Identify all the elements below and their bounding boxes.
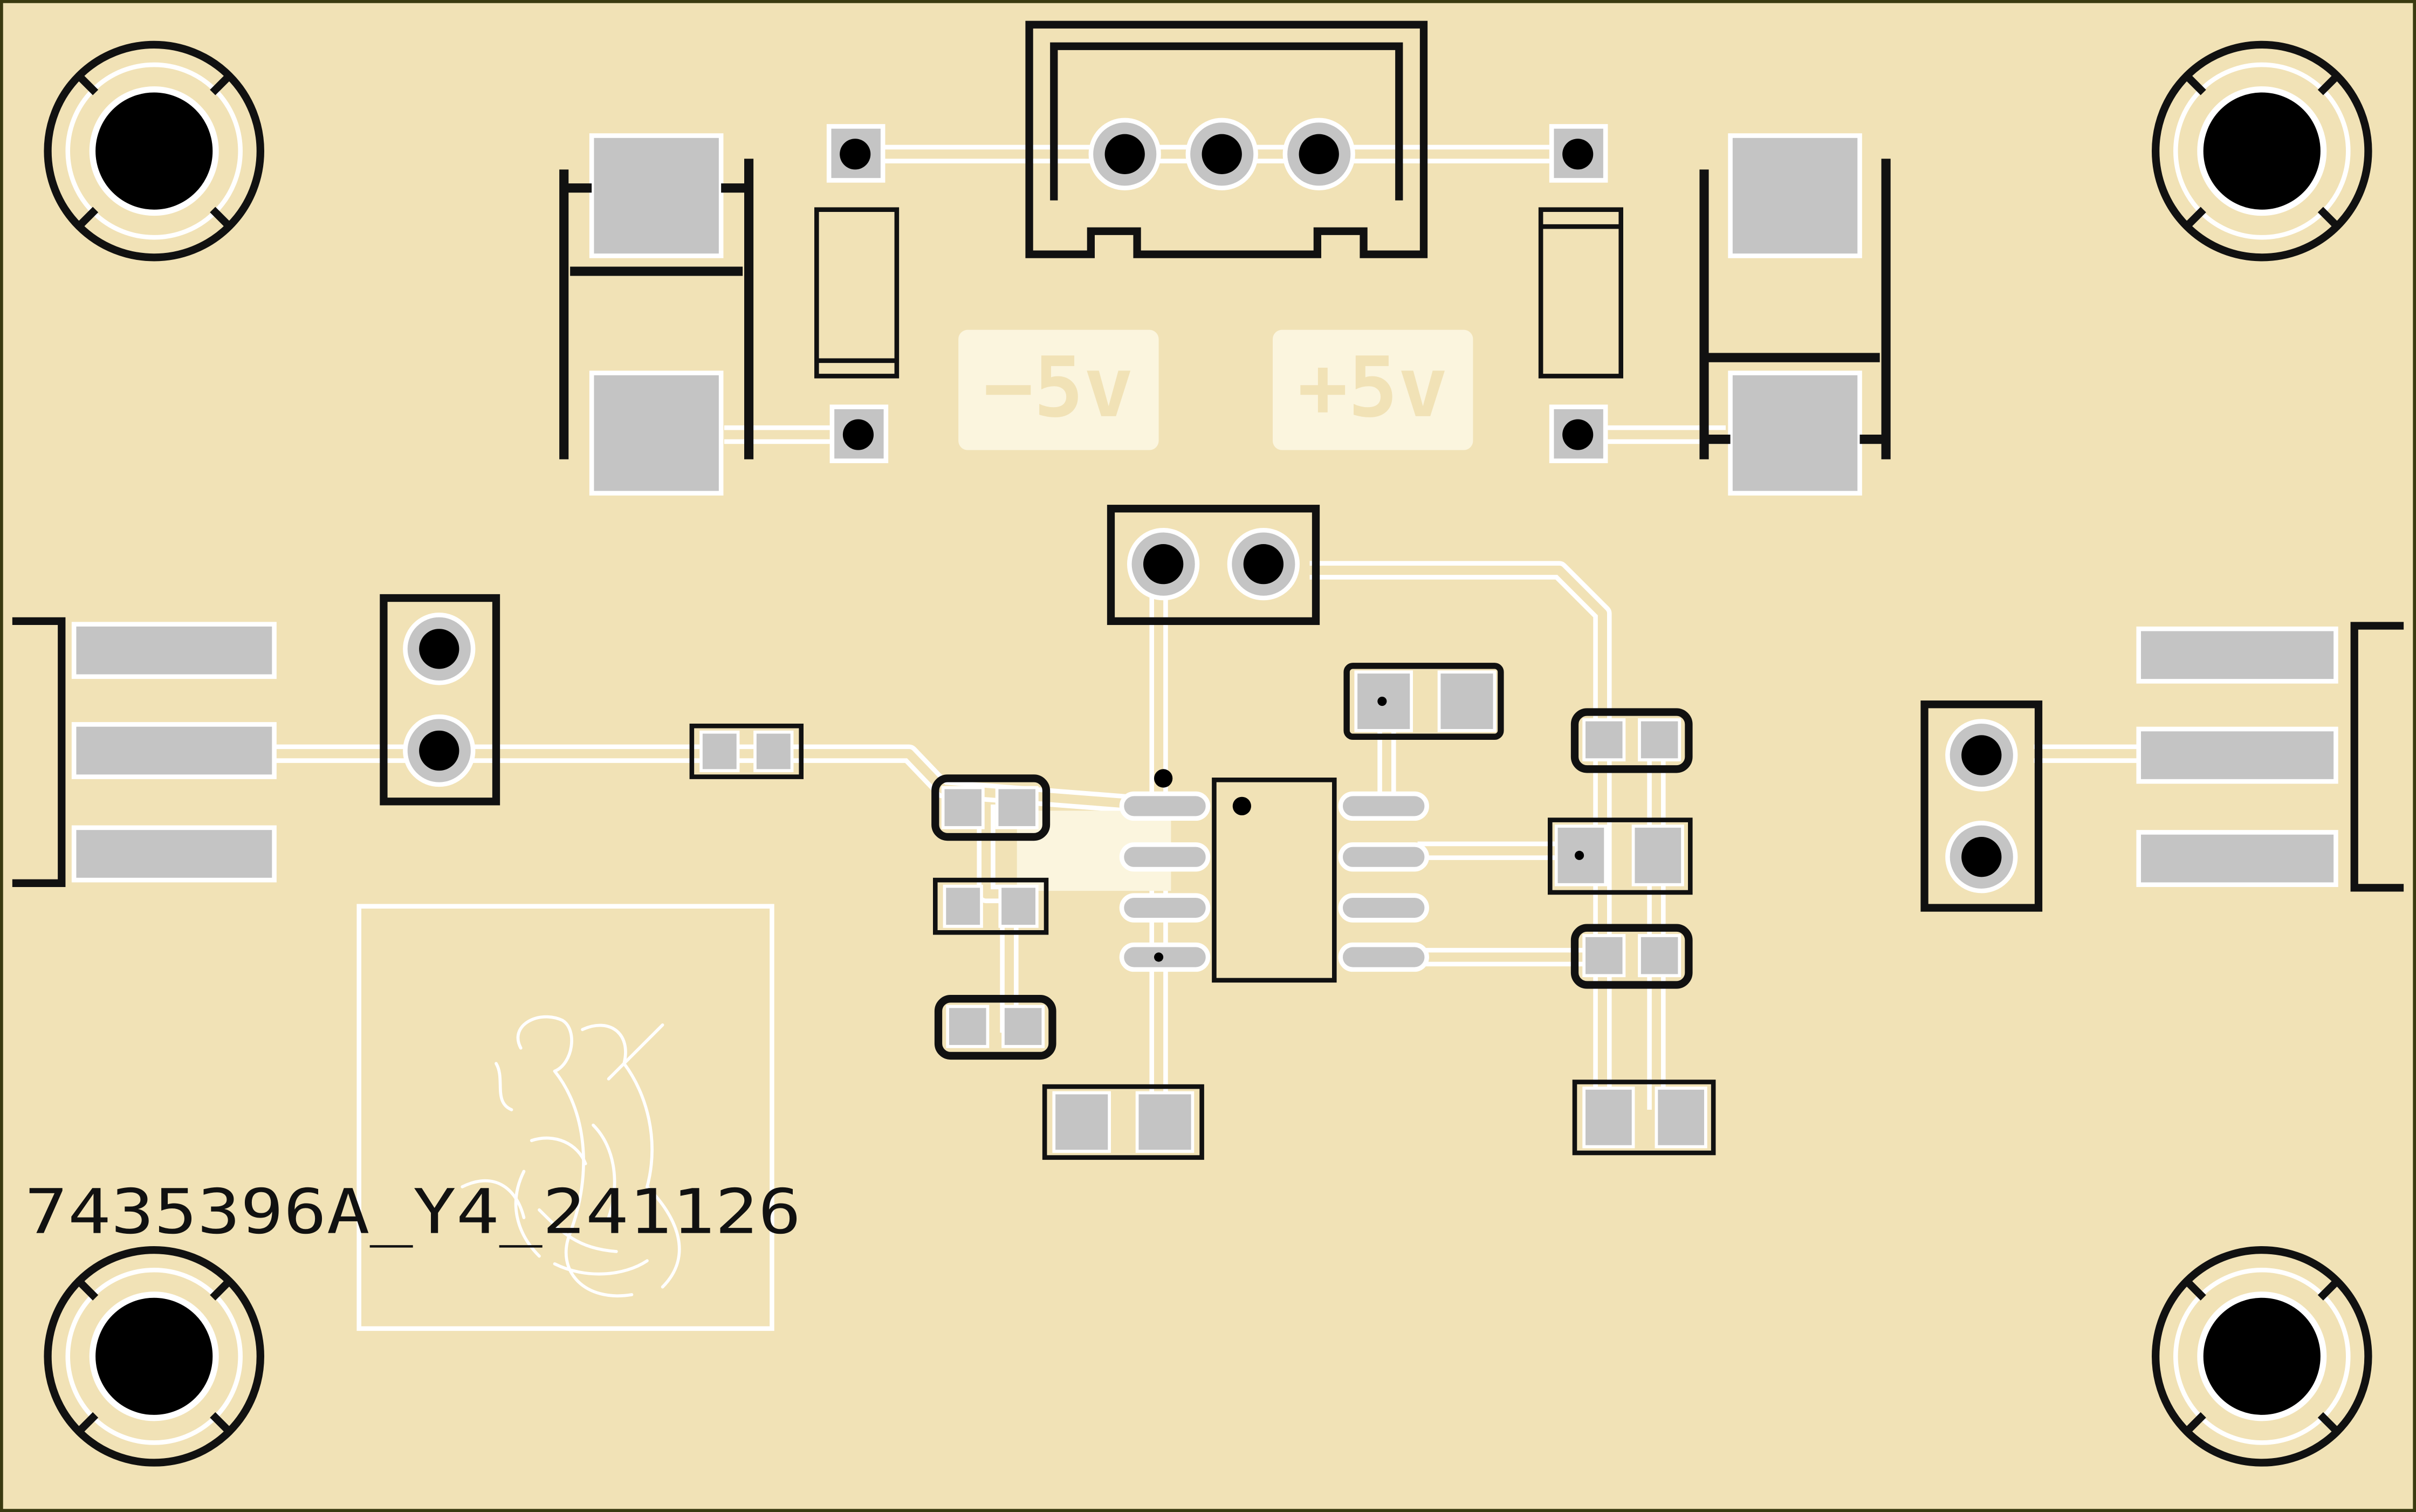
diode-left (814, 207, 900, 379)
smd-resistor (689, 723, 804, 779)
smd-diode (1343, 663, 1504, 740)
jumper-header-output (1920, 700, 2043, 912)
mounting-hole (44, 40, 264, 262)
smd-capacitor (931, 774, 1051, 841)
diode-right (1538, 207, 1623, 379)
positive-rail-text: +5v (1298, 340, 1448, 436)
part-number-text: 7435396A_Y4_241126 (25, 1176, 801, 1248)
ic-soic8 (1119, 769, 1429, 983)
smd-diode (1548, 817, 1693, 895)
mermaid-logo-icon (356, 904, 774, 1331)
smd-capacitor (934, 995, 1056, 1060)
inductor-right (1699, 133, 1891, 496)
mounting-hole (2152, 40, 2372, 262)
positive-rail-label: +5v (1273, 329, 1473, 450)
smd-capacitor (1570, 924, 1693, 989)
sma-connector-right (2136, 622, 2404, 892)
smd-capacitor (1570, 708, 1693, 773)
mounting-hole (2152, 1246, 2372, 1467)
smd-resistor (1572, 1080, 1716, 1156)
via (826, 124, 1608, 463)
jumper-header-input (380, 594, 500, 806)
mounting-hole (44, 1246, 264, 1467)
sma-connector-left (12, 617, 277, 887)
negative-rail-text: −5v (984, 340, 1134, 436)
negative-rail-label: −5v (958, 329, 1159, 450)
inductor-left (559, 133, 754, 496)
smd-resistor (1042, 1084, 1204, 1160)
smd-resistor (933, 877, 1049, 935)
power-connector (1025, 20, 1428, 258)
jumper-header-power (1107, 505, 1320, 626)
